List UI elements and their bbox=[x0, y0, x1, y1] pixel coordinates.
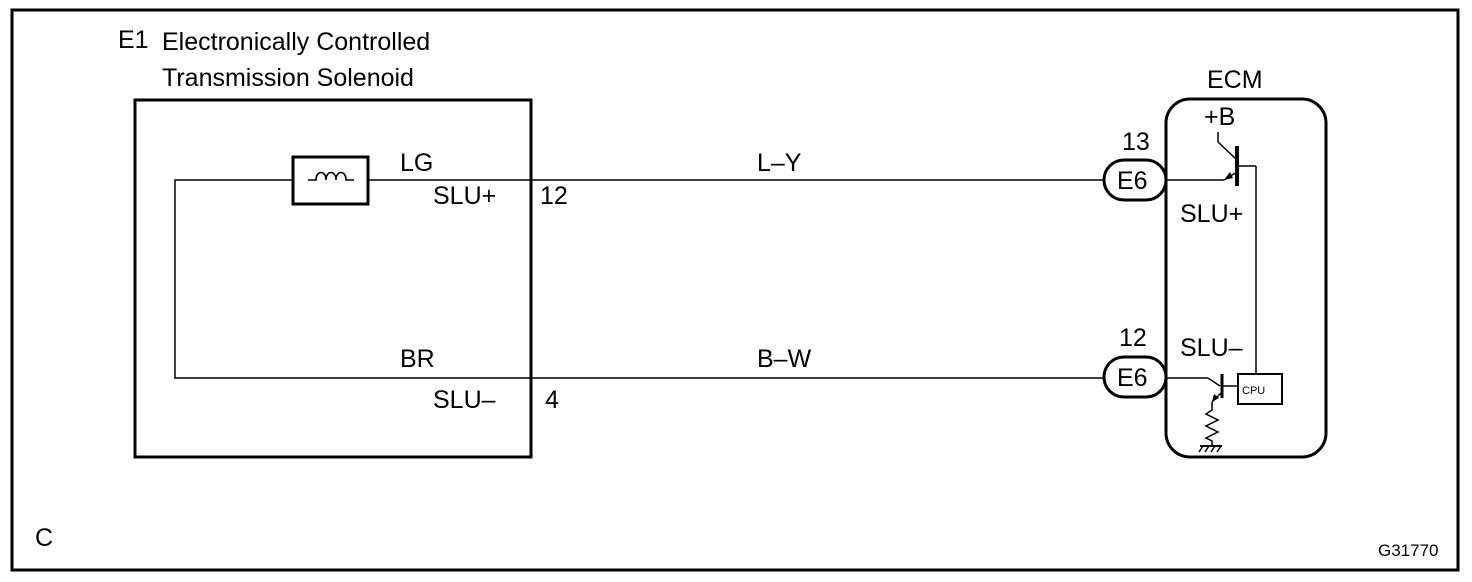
top-wire-color-inside: LG bbox=[400, 149, 433, 177]
bottom-pin-number: 4 bbox=[545, 386, 559, 414]
top-wire-color-label: L–Y bbox=[757, 149, 802, 177]
ecm-title: ECM bbox=[1207, 66, 1263, 94]
bottom-connector bbox=[1102, 355, 1168, 399]
top-connector-pin: 13 bbox=[1122, 128, 1150, 156]
bottom-connector-label: E6 bbox=[1117, 364, 1148, 392]
upper-transistor-icon bbox=[1166, 132, 1256, 186]
lower-transistor-icon bbox=[1166, 374, 1238, 403]
ecm-top-terminal: SLU+ bbox=[1180, 200, 1243, 228]
top-terminal-label: SLU+ bbox=[433, 182, 496, 210]
component-code: E1 bbox=[118, 26, 149, 54]
ecm-bottom-terminal: SLU– bbox=[1180, 334, 1243, 362]
ecm-box bbox=[1164, 97, 1328, 459]
solenoid-box bbox=[133, 98, 533, 459]
cpu-box bbox=[1237, 373, 1283, 405]
top-pin-number: 12 bbox=[540, 182, 568, 210]
bottom-connector-pin: 12 bbox=[1119, 324, 1147, 352]
ground-resistor-icon bbox=[1204, 402, 1220, 446]
component-name-line1: Electronically Controlled bbox=[162, 28, 430, 56]
ground-icon bbox=[1198, 445, 1222, 453]
corner-label: C bbox=[35, 524, 53, 552]
solenoid-coil-icon bbox=[291, 155, 370, 206]
ecm-supply-label: +B bbox=[1204, 103, 1235, 131]
diagram-frame bbox=[10, 8, 1460, 572]
bottom-terminal-label: SLU– bbox=[433, 386, 496, 414]
bottom-wire-color-inside: BR bbox=[400, 345, 435, 373]
top-connector-label: E6 bbox=[1117, 167, 1148, 195]
component-name-line2: Transmission Solenoid bbox=[162, 64, 414, 92]
solenoid-internal-wire bbox=[174, 179, 531, 379]
cpu-label: CPU bbox=[1242, 385, 1265, 397]
figure-id: G31770 bbox=[1378, 541, 1439, 560]
bottom-wire-color-label: B–W bbox=[757, 345, 812, 373]
